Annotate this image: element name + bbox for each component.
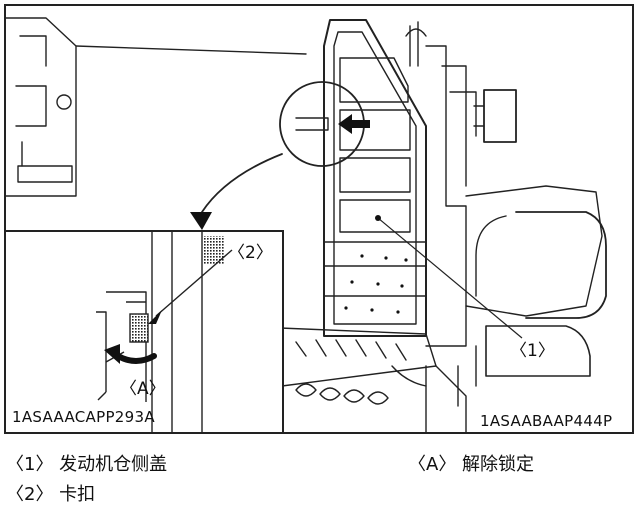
legend-item-2: 〈2〉 卡扣 — [6, 484, 96, 505]
latch-detail-drawing — [96, 232, 233, 432]
legend-item-1: 〈1〉 发动机仓侧盖 — [6, 454, 168, 475]
callout-part-2: 〈2〉 — [228, 243, 273, 263]
main-figure-code: 1ASAABAAP444P — [480, 412, 613, 430]
legend-item-a: 〈A〉 解除锁定 — [408, 454, 535, 475]
callout-action-a: 〈A〉 — [120, 379, 166, 399]
detail-inset-frame: 〈2〉 〈A〉 1ASAAACAPP293A — [4, 230, 284, 434]
callout-part-1: 〈1〉 — [510, 341, 555, 361]
inset-figure-code: 1ASAAACAPP293A — [12, 408, 155, 426]
